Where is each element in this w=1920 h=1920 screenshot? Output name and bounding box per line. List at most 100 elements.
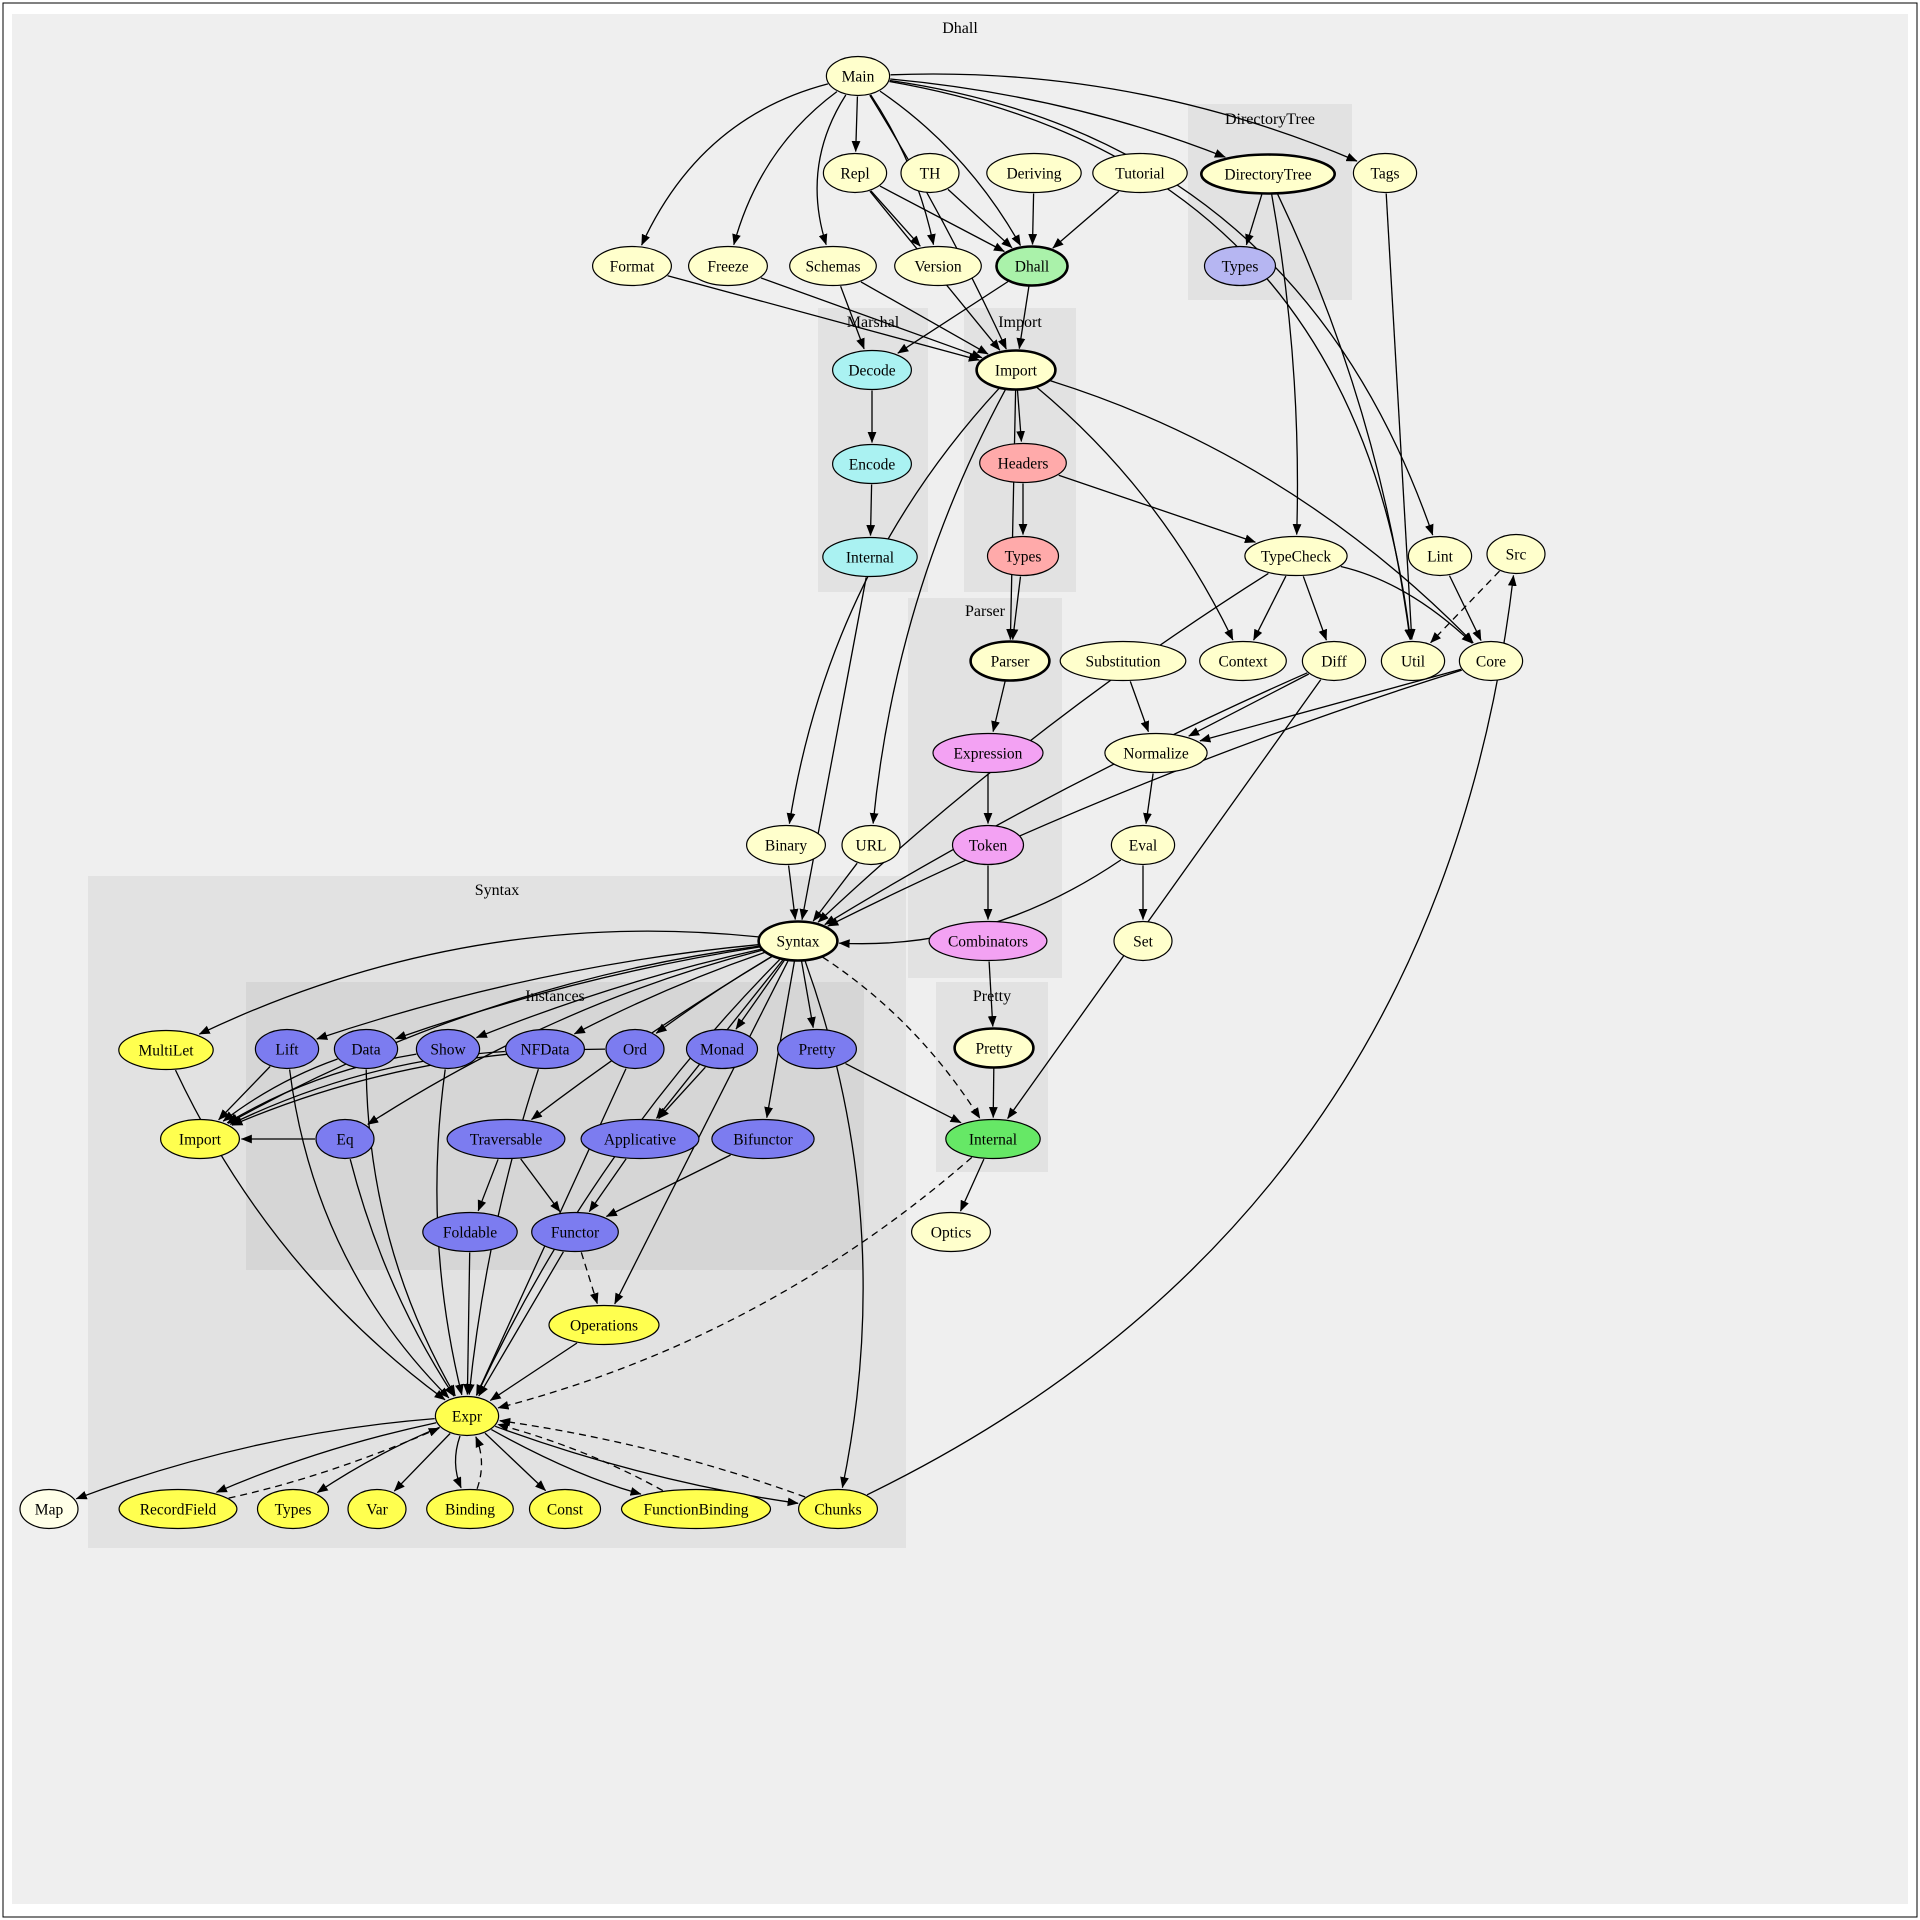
edge-PrettyInternal-Optics	[959, 1158, 985, 1212]
node-Freeze	[687, 245, 768, 287]
edge-FunctionBinding-Expr	[497, 1422, 664, 1492]
node-label-Decode: Decode	[848, 363, 895, 380]
node-Binding	[426, 1488, 514, 1530]
node-label-Normalize: Normalize	[1123, 746, 1189, 763]
node-Syntax	[757, 920, 839, 962]
node-label-Expr: Expr	[452, 1409, 483, 1426]
edge-Foldable-Expr	[463, 1252, 472, 1396]
node-Substitution	[1059, 640, 1187, 682]
edge-Diff-PrettyInternal	[1007, 679, 1322, 1119]
node-Format	[591, 245, 672, 287]
edge-Repl-Dhall	[879, 185, 1005, 253]
edge-PrettyInst-PrettyInternal	[845, 1063, 962, 1124]
edge-Main-Repl	[851, 96, 861, 153]
edge-DirectoryTree-Util	[1277, 194, 1414, 641]
node-label-Data: Data	[351, 1042, 380, 1059]
edge-Syntax-Data	[394, 946, 760, 1040]
node-Eq	[315, 1118, 375, 1160]
edge-Lift-Expr	[288, 1069, 450, 1399]
node-RecordField	[118, 1488, 238, 1530]
node-PrettyMain	[953, 1027, 1035, 1069]
edge-DirectoryTree-TypeCheck	[1271, 194, 1302, 536]
edge-TypeCheck-Syntax	[817, 572, 1269, 923]
node-Import	[975, 349, 1057, 391]
node-label-MarshalInternal: Internal	[846, 550, 894, 567]
node-Binary	[745, 824, 826, 866]
node-label-Token: Token	[969, 838, 1008, 855]
node-label-Encode: Encode	[849, 457, 896, 474]
node-label-Context: Context	[1218, 654, 1268, 671]
edge-Import-Core	[1050, 380, 1474, 644]
node-Chunks	[797, 1488, 878, 1530]
edge-Tutorial-Dhall	[1052, 190, 1120, 249]
node-Core	[1458, 640, 1524, 682]
node-label-NFData: NFData	[520, 1042, 569, 1059]
edge-Substitution-Normalize	[1129, 681, 1150, 733]
node-Monad	[685, 1028, 759, 1070]
node-label-Show: Show	[430, 1042, 466, 1059]
edge-Encode-MarshalInternal	[866, 484, 876, 537]
edge-Schemas-Import	[860, 281, 989, 355]
node-label-Lint: Lint	[1427, 549, 1454, 566]
cluster-label-pretty: Pretty	[973, 988, 1011, 1005]
node-NFData	[505, 1028, 586, 1070]
node-Bifunctor	[711, 1118, 815, 1160]
node-label-Dhall: Dhall	[1015, 259, 1049, 276]
node-Eval	[1110, 824, 1176, 866]
node-label-PrettyInternal: Internal	[969, 1132, 1017, 1149]
edge-Main-Dhall	[879, 90, 1022, 246]
node-label-Monad: Monad	[700, 1042, 744, 1059]
node-Expression	[932, 732, 1044, 774]
node-label-Schemas: Schemas	[805, 259, 860, 276]
edge-Format-Import	[667, 275, 980, 362]
edge-Syntax-Monad	[735, 959, 785, 1030]
node-label-Substitution: Substitution	[1086, 654, 1161, 671]
cluster-label-directorytree: DirectoryTree	[1225, 111, 1315, 128]
node-Data	[333, 1028, 399, 1070]
edge-Syntax-Bifunctor	[764, 961, 796, 1119]
node-TypeCheck	[1244, 535, 1348, 577]
node-label-Deriving: Deriving	[1006, 166, 1061, 183]
node-Main	[825, 55, 891, 97]
edge-Syntax-Operations	[614, 960, 789, 1305]
node-Map	[19, 1488, 79, 1530]
node-PrettyInst	[776, 1028, 857, 1070]
node-label-Optics: Optics	[931, 1225, 971, 1242]
edge-PrettyInternal-Expr	[497, 1156, 973, 1410]
edge-Syntax-MultiLet	[198, 930, 759, 1035]
node-label-Applicative: Applicative	[604, 1132, 676, 1149]
node-label-Version: Version	[914, 259, 962, 276]
edge-Functor-Operations	[580, 1252, 599, 1305]
edge-Repl-Version	[870, 190, 921, 247]
node-label-DirectoryTree: DirectoryTree	[1224, 167, 1311, 184]
node-label-Functor: Functor	[551, 1225, 600, 1242]
edge-Import-Binary	[786, 388, 1000, 825]
edge-Normalize-Eval	[1143, 773, 1154, 825]
node-Foldable	[422, 1211, 518, 1253]
node-label-Tutorial: Tutorial	[1115, 166, 1164, 183]
edge-Eq-Expr	[349, 1159, 455, 1397]
node-Const	[528, 1488, 602, 1530]
node-Traversable	[446, 1118, 566, 1160]
node-label-Operations: Operations	[570, 1318, 638, 1335]
node-Parser	[969, 640, 1051, 682]
node-Deriving	[986, 152, 1082, 194]
node-Schemas	[789, 245, 877, 287]
edge-Traversable-Functor	[520, 1158, 561, 1213]
edge-Headers-TypeCheck	[1058, 474, 1256, 543]
node-label-Parser: Parser	[991, 654, 1031, 671]
edge-Parser-Expression	[991, 681, 1006, 733]
node-Decode	[831, 349, 912, 391]
node-label-Main: Main	[842, 69, 875, 86]
edge-Main-DirectoryTree	[890, 78, 1226, 158]
edge-Data-SyntaxImport	[222, 1058, 338, 1122]
node-label-RecordField: RecordField	[140, 1502, 217, 1519]
edge-Dhall-Decode	[897, 280, 1009, 354]
edge-RecordField-Expr	[228, 1427, 440, 1499]
node-label-Binary: Binary	[765, 838, 807, 855]
node-label-TypeCheck: TypeCheck	[1261, 549, 1332, 566]
node-label-DT_Types: Types	[1222, 259, 1259, 276]
edge-Expr-SyntaxTypes	[316, 1426, 440, 1494]
node-FunctionBinding	[620, 1488, 772, 1530]
